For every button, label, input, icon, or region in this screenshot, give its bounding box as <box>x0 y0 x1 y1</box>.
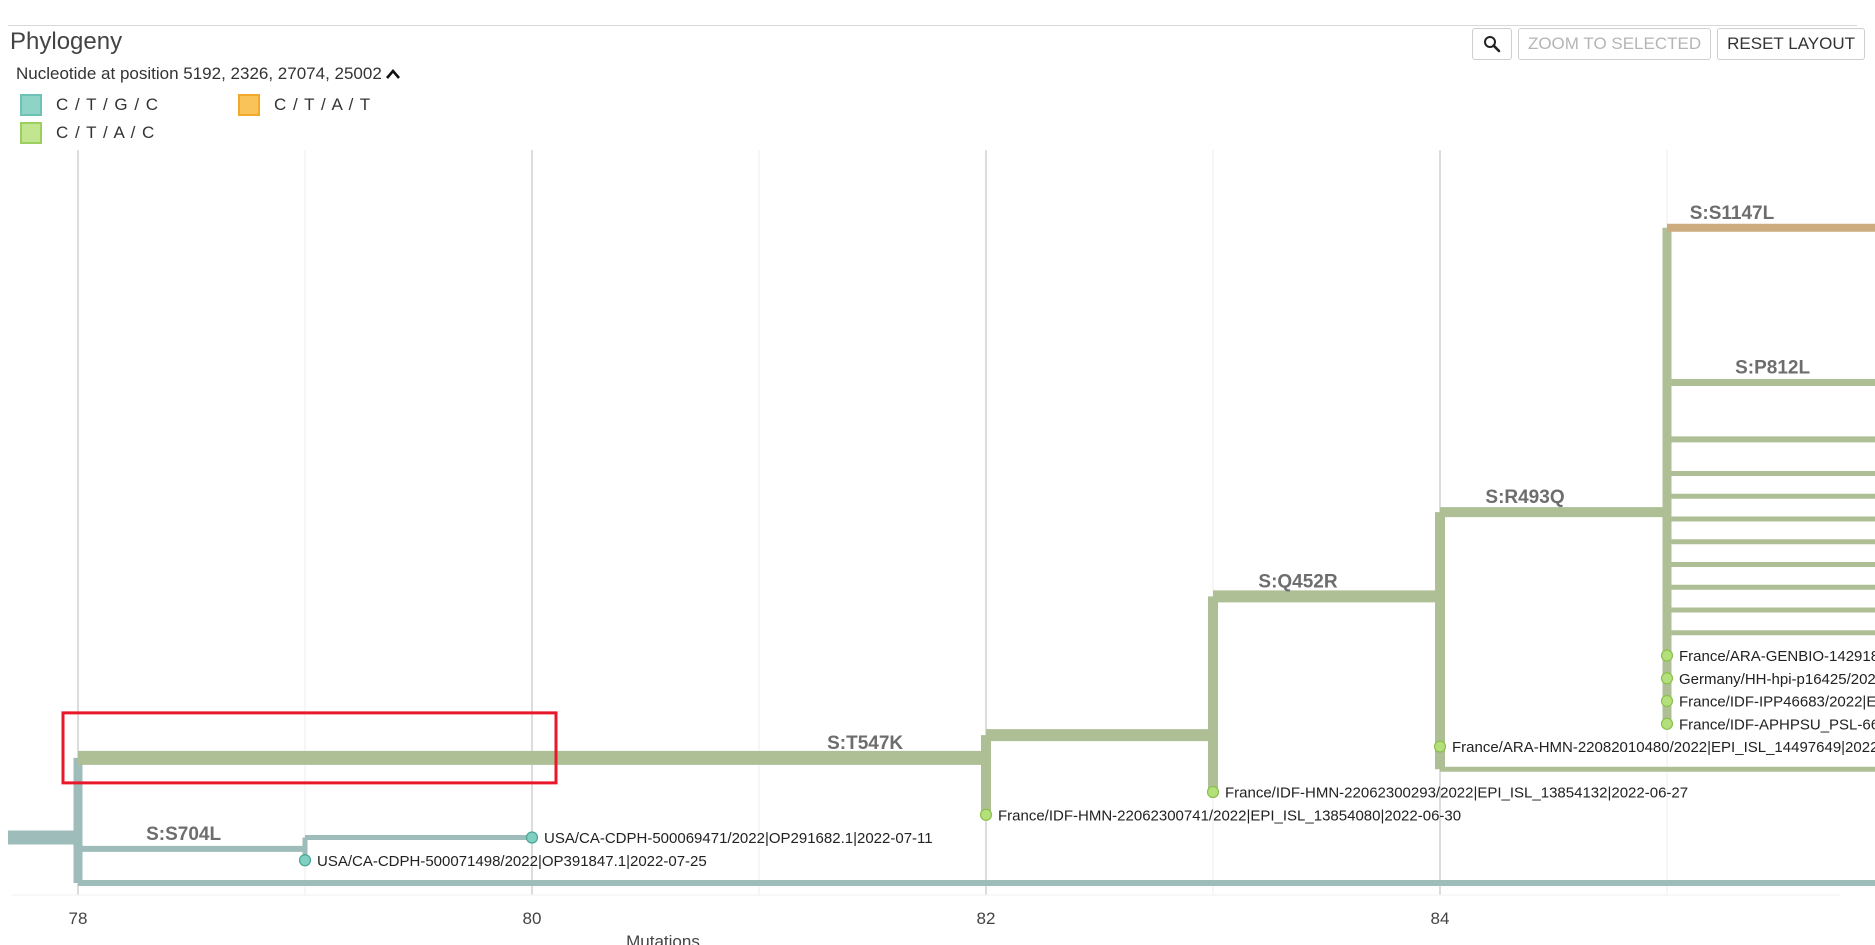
legend-swatch <box>20 122 42 144</box>
panel-title: Phylogeny <box>10 28 123 55</box>
branch-label: S:S1147L <box>1690 203 1775 224</box>
legend-label: C / T / A / T <box>274 95 372 114</box>
legend-item[interactable]: C / T / A / C <box>20 122 155 144</box>
branch-label: S:S704L <box>146 824 221 845</box>
color-legend: C / T / G / C C / T / A / T C / T / A / … <box>20 94 420 154</box>
tip-label[interactable]: France/IDF-HMN-22062300293/2022|EPI_ISL_… <box>1225 785 1688 802</box>
tip-label[interactable]: France/ARA-HMN-22082010480/2022|EPI_ISL_… <box>1452 739 1875 756</box>
tip-label[interactable]: France/IDF-HMN-22062300741/2022|EPI_ISL_… <box>998 807 1461 824</box>
tip-node[interactable] <box>1660 649 1674 662</box>
tip-node[interactable] <box>525 831 539 844</box>
color-by-header[interactable]: Nucleotide at position 5192, 2326, 27074… <box>16 64 401 84</box>
axis-tick-label: 80 <box>523 909 542 928</box>
axis-tick-label: 78 <box>69 909 88 928</box>
legend-swatch <box>238 94 260 116</box>
tip-node[interactable] <box>1660 694 1674 708</box>
axis-tick-label: 84 <box>1431 909 1450 928</box>
tip-node[interactable] <box>298 854 312 867</box>
x-axis-label: Mutations <box>626 932 700 945</box>
tip-node[interactable] <box>979 808 993 821</box>
tip-label[interactable]: France/ARA-GENBIO-14291872756/2022|EPI_I… <box>1679 648 1875 665</box>
legend-item[interactable]: C / T / G / C <box>20 94 159 116</box>
tip-node[interactable] <box>1433 740 1447 753</box>
tree-toolbar: ZOOM TO SELECTED RESET LAYOUT <box>1471 28 1865 60</box>
zoom-to-selected-button[interactable]: ZOOM TO SELECTED <box>1517 28 1712 60</box>
branch-label: S:Q452R <box>1258 571 1337 592</box>
tip-label[interactable]: USA/CA-CDPH-500071498/2022|OP391847.1|20… <box>317 853 707 870</box>
legend-label: C / T / A / C <box>56 123 156 142</box>
legend-swatch <box>20 94 42 116</box>
legend-label: C / T / G / C <box>56 95 160 114</box>
color-by-text: Nucleotide at position 5192, 2326, 27074… <box>16 64 382 83</box>
panel-top-border <box>8 25 1857 26</box>
tip-node[interactable] <box>1206 785 1220 799</box>
tip-node[interactable] <box>1660 717 1674 730</box>
tip-label[interactable]: France/IDF-IPP46683/2022|EPI_ISL_1421669… <box>1679 694 1875 711</box>
branch-label: S:P812L <box>1735 358 1810 379</box>
tip-label[interactable]: USA/CA-CDPH-500069471/2022|OP291682.1|20… <box>544 830 933 847</box>
axis-tick-label: 82 <box>977 909 996 928</box>
branch-label: S:R493Q <box>1485 487 1564 508</box>
chevron-up-icon[interactable] <box>385 68 401 80</box>
branch-label: S:T547K <box>827 733 903 754</box>
tip-label[interactable]: France/IDF-APHPSU_PSL-662207040367/2022|… <box>1679 716 1875 733</box>
magnifier-icon[interactable] <box>1471 28 1512 60</box>
highlight-box <box>61 711 558 785</box>
legend-item[interactable]: C / T / A / T <box>238 94 371 116</box>
tip-node[interactable] <box>1660 672 1674 685</box>
reset-layout-button[interactable]: RESET LAYOUT <box>1717 28 1865 60</box>
tip-label[interactable]: Germany/HH-hpi-p16425/2022|EPI_ISL_14566… <box>1679 671 1875 688</box>
